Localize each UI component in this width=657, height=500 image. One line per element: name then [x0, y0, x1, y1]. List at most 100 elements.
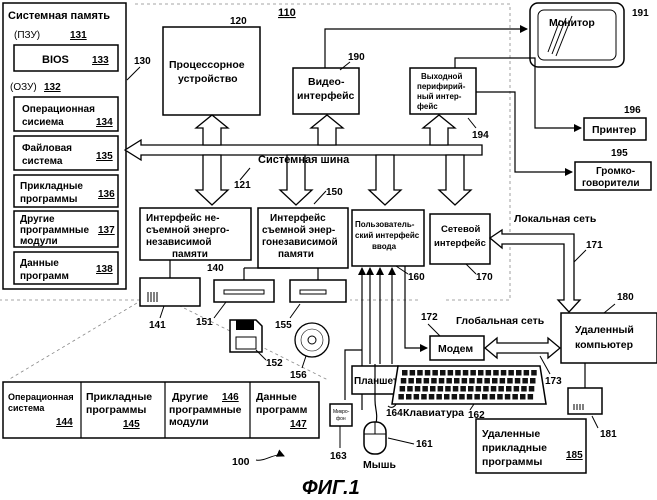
- keyboard-key: [531, 370, 537, 376]
- b-apps-label-2: программы: [86, 404, 146, 416]
- keyboard-key: [468, 386, 474, 392]
- keyboard-key: [429, 394, 435, 400]
- keyboard-key: [400, 386, 406, 392]
- ref-131: 131: [70, 30, 87, 41]
- keyboard-key: [497, 394, 503, 400]
- ref-134: 134: [96, 117, 113, 128]
- remote-label-1: Удаленный: [575, 324, 634, 336]
- ref-156: 156: [290, 370, 307, 381]
- keyboard-key: [425, 370, 431, 376]
- os-label-2: сисиема: [22, 117, 64, 128]
- printer-label: Принтер: [592, 124, 636, 136]
- keyboard-key: [452, 394, 458, 400]
- microphone-box: [330, 404, 352, 426]
- other-label-2: программные: [20, 225, 89, 236]
- data-label-2: программ: [20, 271, 69, 282]
- ref-163: 163: [330, 451, 347, 462]
- keyboard-key: [506, 386, 512, 392]
- wan-label: Глобальная сеть: [456, 315, 545, 327]
- ref-164: 164: [386, 408, 403, 419]
- ref-136: 136: [98, 189, 115, 200]
- hard-disk: [140, 278, 200, 306]
- nonrem-label-1: Интерфейс не-: [146, 212, 219, 224]
- keyboard-key: [406, 394, 412, 400]
- keyboard-key: [516, 370, 522, 376]
- bios-label: BIOS: [42, 54, 69, 66]
- net-label-2: интерфейс: [434, 238, 486, 249]
- keyboard-key: [490, 394, 496, 400]
- keyboard-key: [505, 394, 511, 400]
- b-data-label-1: Данные: [256, 391, 297, 403]
- fs-label-1: Файловая: [22, 143, 72, 154]
- ref-130: 130: [134, 56, 151, 67]
- keyboard-key: [402, 370, 408, 376]
- keyboard-key: [520, 394, 526, 400]
- ref-138: 138: [96, 264, 113, 275]
- mic-label-2: фон: [336, 416, 346, 422]
- ref-161: 161: [416, 439, 433, 450]
- nonrem-label-4: памяти: [172, 249, 208, 260]
- keyboard-key: [474, 394, 480, 400]
- net-label-1: Сетевой: [441, 224, 480, 235]
- ref-155: 155: [275, 320, 292, 331]
- speakers-label-2: говорители: [582, 178, 639, 189]
- keyboard-key: [432, 370, 438, 376]
- ref-120: 120: [230, 16, 247, 27]
- ref-150: 150: [326, 187, 343, 198]
- keyboard-key: [484, 378, 490, 384]
- b-other-label-2: программные: [169, 404, 242, 416]
- keyboard-key: [430, 386, 436, 392]
- keyboard-label: Клавиатура: [403, 407, 464, 419]
- keyboard-key: [401, 378, 407, 384]
- ref-146: 146: [222, 392, 239, 403]
- ref-145: 145: [123, 419, 140, 430]
- speakers-label-1: Громко-: [596, 166, 635, 177]
- keyboard-key: [431, 378, 437, 384]
- outp-label-1: Выходной: [421, 72, 462, 81]
- ref-170: 170: [476, 272, 493, 283]
- lan-label: Локальная сеть: [514, 213, 597, 225]
- ref-171: 171: [586, 240, 603, 251]
- keyboard-key: [408, 378, 414, 384]
- keyboard-key: [492, 378, 498, 384]
- lan-arrow: [490, 230, 580, 312]
- keyboard-key: [439, 378, 445, 384]
- keyboard-key: [438, 386, 444, 392]
- keyboard-key: [469, 378, 475, 384]
- keyboard-key: [455, 370, 461, 376]
- wan-arrow: [485, 338, 560, 358]
- apps-label-1: Прикладные: [20, 181, 83, 192]
- b-data-label-2: программ: [256, 404, 308, 416]
- b-apps-label-1: Прикладные: [86, 391, 152, 403]
- ref-144: 144: [56, 417, 73, 428]
- ref-147: 147: [290, 419, 307, 430]
- keyboard-key: [528, 394, 534, 400]
- keyboard-key: [407, 386, 413, 392]
- ref-196: 196: [624, 105, 641, 116]
- keyboard-key: [500, 378, 506, 384]
- cd-disc-icon: [295, 323, 329, 357]
- keyboard-key: [529, 386, 535, 392]
- system-bus-label: Системная шина: [258, 154, 350, 166]
- monitor-label: Монитор: [549, 17, 595, 29]
- keyboard-key: [415, 386, 421, 392]
- nonrem-label-2: съемной энерго-: [146, 225, 229, 236]
- keyboard-key: [501, 370, 507, 376]
- optical-drive: [290, 280, 346, 302]
- b-other-label-1: Другие: [172, 391, 208, 403]
- ref-132: 132: [44, 82, 61, 93]
- keyboard-key: [446, 378, 452, 384]
- keyboard-key: [398, 394, 404, 400]
- ref-152: 152: [266, 358, 283, 369]
- keyboard-key: [483, 386, 489, 392]
- outp-label-2: перифирий-: [417, 82, 466, 91]
- ref-110: 110: [278, 7, 296, 19]
- rem-label-2: съемной энер-: [262, 225, 335, 236]
- keyboard-key: [512, 394, 518, 400]
- ref-160: 160: [408, 272, 425, 283]
- keyboard-key: [416, 378, 422, 384]
- keyboard-key: [444, 394, 450, 400]
- remote-apps-label-1: Удаленные: [482, 428, 540, 440]
- keyboard-key: [417, 370, 423, 376]
